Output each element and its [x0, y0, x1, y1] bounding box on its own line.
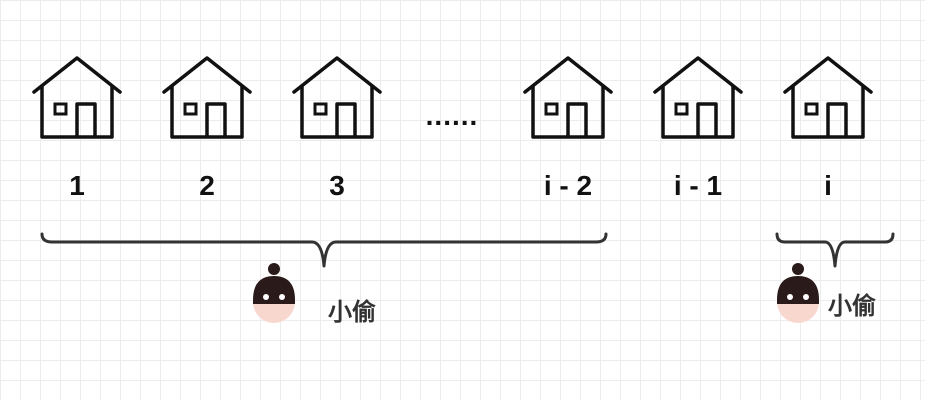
house-label-i-minus-2: i - 2 [543, 170, 593, 201]
house-icon [32, 56, 122, 139]
house-icon [292, 56, 382, 139]
house-label-i: i [824, 170, 832, 201]
house-icon [653, 56, 743, 139]
house-icon [523, 56, 613, 139]
thief-label-right: 小偷 [828, 292, 876, 320]
house-label-1: 1 [69, 170, 85, 201]
house-label-3: 3 [329, 170, 345, 201]
ellipsis: ...... [425, 100, 479, 131]
house-icon [162, 56, 252, 139]
house-icon [783, 56, 873, 139]
thief-icon [253, 263, 295, 323]
brace-right-group [775, 232, 895, 268]
house-label-i-minus-1: i - 1 [673, 170, 723, 201]
brace-left-group [40, 232, 608, 268]
house-label-2: 2 [199, 170, 215, 201]
thief-label-left: 小偷 [328, 298, 376, 326]
thief-icon [777, 263, 819, 323]
